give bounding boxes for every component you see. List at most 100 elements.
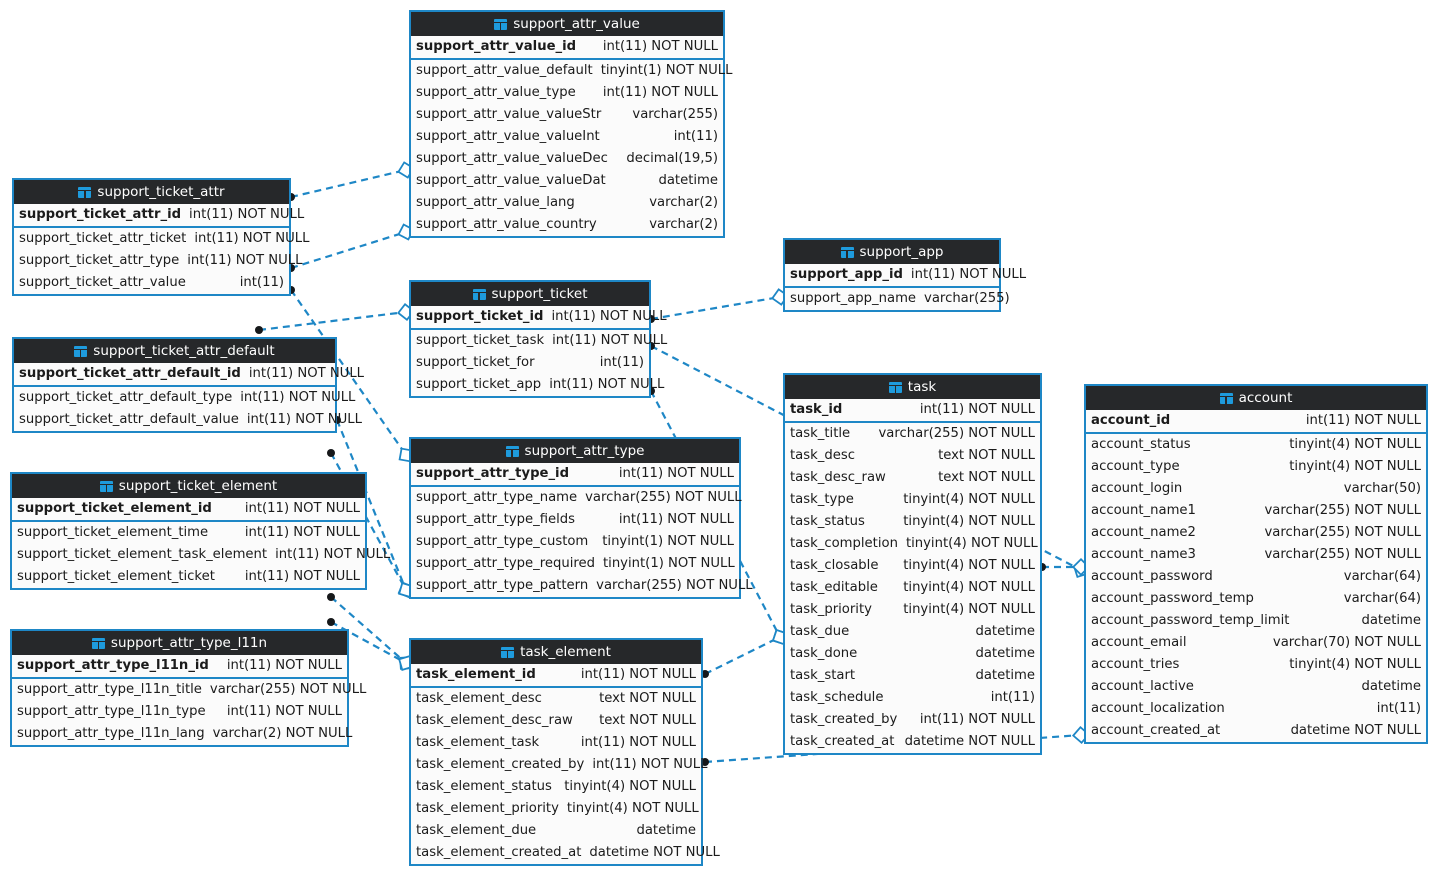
column-type: decimal(19,5): [626, 151, 718, 166]
column-name: task_element_created_by: [416, 757, 585, 772]
table-title: support_attr_type: [524, 443, 645, 459]
table-header[interactable]: support_app: [785, 240, 999, 264]
pk-column-name: support_ticket_attr_id: [19, 207, 182, 222]
table-support_ticket_element[interactable]: support_ticket_element support_ticket_ele…: [10, 472, 390, 590]
column-type: datetime NOT NULL: [589, 845, 720, 860]
column-type: datetime: [1361, 679, 1421, 694]
column-type: varchar(64): [1343, 591, 1421, 606]
table-icon: [888, 381, 902, 393]
table-header[interactable]: task: [785, 375, 1040, 399]
table-header[interactable]: account: [1086, 386, 1426, 410]
column-name: task_title: [790, 426, 851, 441]
column-type: int(11) NOT NULL: [592, 757, 708, 772]
table-icon: [74, 345, 88, 357]
pk-column-type: int(11) NOT NULL: [226, 658, 342, 673]
pk-column-type: int(11) NOT NULL: [248, 366, 365, 381]
column-type: tinyint(4) NOT NULL: [903, 602, 1035, 617]
column-type: varchar(255) NOT NULL: [878, 426, 1036, 441]
column-name: support_ticket_for: [416, 355, 535, 370]
column-name: task_element_desc: [416, 691, 542, 706]
column-type: datetime: [1361, 613, 1421, 628]
table-header[interactable]: support_attr_type: [411, 439, 739, 463]
column-type: text NOT NULL: [599, 713, 696, 728]
table-header[interactable]: support_ticket_attr_default: [14, 339, 335, 363]
table-support_ticket_attr[interactable]: support_ticket_attr support_ticket_attr_i…: [12, 178, 310, 296]
column-name: account_type: [1091, 459, 1180, 474]
column-type: int(11) NOT NULL: [244, 525, 360, 540]
column-type: tinyint(4) NOT NULL: [1289, 437, 1421, 452]
table-header[interactable]: support_attr_value: [411, 12, 723, 36]
table-title: support_ticket_attr_default: [93, 343, 275, 359]
column-name: account_status: [1091, 437, 1191, 452]
column-row: support_ticket_task int(11) NOT NULL: [411, 330, 667, 352]
table-header[interactable]: support_ticket: [411, 282, 649, 306]
table-header[interactable]: support_ticket_attr: [14, 180, 289, 204]
column-type: tinyint(1) NOT NULL: [600, 63, 733, 78]
column-type: varchar(255): [632, 107, 718, 122]
pk-column-type: int(11) NOT NULL: [580, 667, 696, 682]
column-type: int(11): [1376, 701, 1421, 716]
column-row: support_ticket_element_time int(11) NOT N…: [12, 522, 365, 544]
column-type: int(11) NOT NULL: [919, 712, 1035, 727]
column-name: support_ticket_attr_ticket: [19, 231, 187, 246]
column-name: support_attr_type_fields: [416, 512, 576, 527]
column-type: int(11) NOT NULL: [552, 333, 668, 348]
column-type: tinyint(4) NOT NULL: [564, 779, 696, 794]
table-title: support_ticket_attr: [97, 184, 225, 200]
column-type: int(11) NOT NULL: [244, 569, 360, 584]
column-type: varchar(255) NOT NULL: [209, 682, 367, 697]
column-name: support_ticket_task: [416, 333, 545, 348]
column-type: varchar(2): [649, 195, 718, 210]
column-name: support_attr_value_valueStr: [416, 107, 602, 122]
table-header[interactable]: task_element: [411, 640, 701, 664]
column-name: support_attr_value_valueDec: [416, 151, 608, 166]
column-type: varchar(255) NOT NULL: [1264, 525, 1422, 540]
column-type: int(11) NOT NULL: [226, 704, 342, 719]
column-name: support_ticket_element_ticket: [17, 569, 215, 584]
table-support_attr_type_l11n[interactable]: support_attr_type_l11n support_attr_type_…: [10, 629, 366, 747]
column-name: support_ticket_element_time: [17, 525, 209, 540]
column-row: support_attr_value_valueStr varchar(255): [411, 104, 723, 126]
column-name: support_ticket_attr_value: [19, 275, 186, 290]
column-type: datetime: [975, 624, 1035, 639]
column-name: support_attr_value_valueDat: [416, 173, 606, 188]
column-type: int(11): [990, 690, 1035, 705]
table-header[interactable]: support_attr_type_l11n: [12, 631, 347, 655]
table-support_ticket_attr_default[interactable]: support_ticket_attr_default support_ticke…: [12, 337, 364, 433]
column-name: task_element_desc_raw: [416, 713, 573, 728]
table-header[interactable]: support_ticket_element: [12, 474, 365, 498]
pk-column-name: support_ticket_attr_default_id: [19, 366, 241, 381]
column-name: support_app_name: [790, 291, 917, 306]
